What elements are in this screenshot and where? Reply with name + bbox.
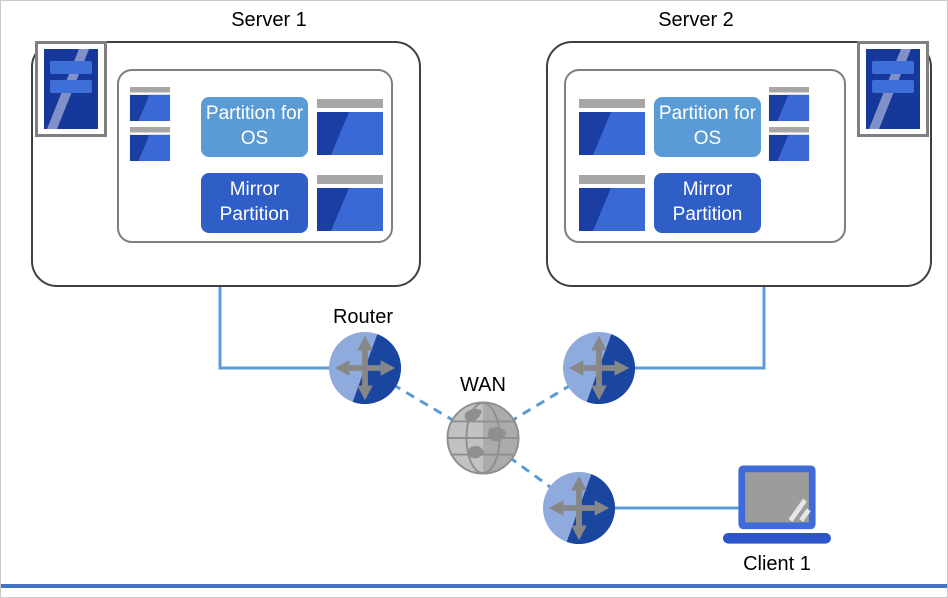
laptop-icon bbox=[723, 465, 831, 545]
bottom-rule bbox=[1, 584, 947, 588]
client1-label: Client 1 bbox=[743, 553, 811, 575]
router-label: Router bbox=[332, 306, 394, 328]
router-icon bbox=[562, 331, 636, 405]
router-icon bbox=[328, 331, 402, 405]
disk-icon bbox=[579, 175, 645, 231]
server2-os-partition: Partition for OS bbox=[654, 97, 761, 157]
server1-title: Server 1 bbox=[231, 9, 307, 31]
wan-globe-icon bbox=[446, 401, 520, 475]
disk-stack-icon bbox=[768, 87, 810, 161]
server2-title: Server 2 bbox=[658, 9, 734, 31]
router-icon bbox=[542, 471, 616, 545]
server1-mirror-partition: Mirror Partition bbox=[201, 173, 308, 233]
server1-os-partition: Partition for OS bbox=[201, 97, 308, 157]
disk-stack-icon bbox=[129, 87, 171, 161]
server2-mirror-partition: Mirror Partition bbox=[654, 173, 761, 233]
disk-icon bbox=[579, 99, 645, 155]
server-tower-icon bbox=[35, 41, 107, 137]
disk-icon bbox=[317, 99, 383, 155]
wan-label: WAN bbox=[460, 374, 506, 396]
link-server1-router bbox=[218, 287, 365, 370]
link-server2-router bbox=[599, 287, 766, 370]
disk-icon bbox=[317, 175, 383, 231]
server-tower-icon bbox=[857, 41, 929, 137]
